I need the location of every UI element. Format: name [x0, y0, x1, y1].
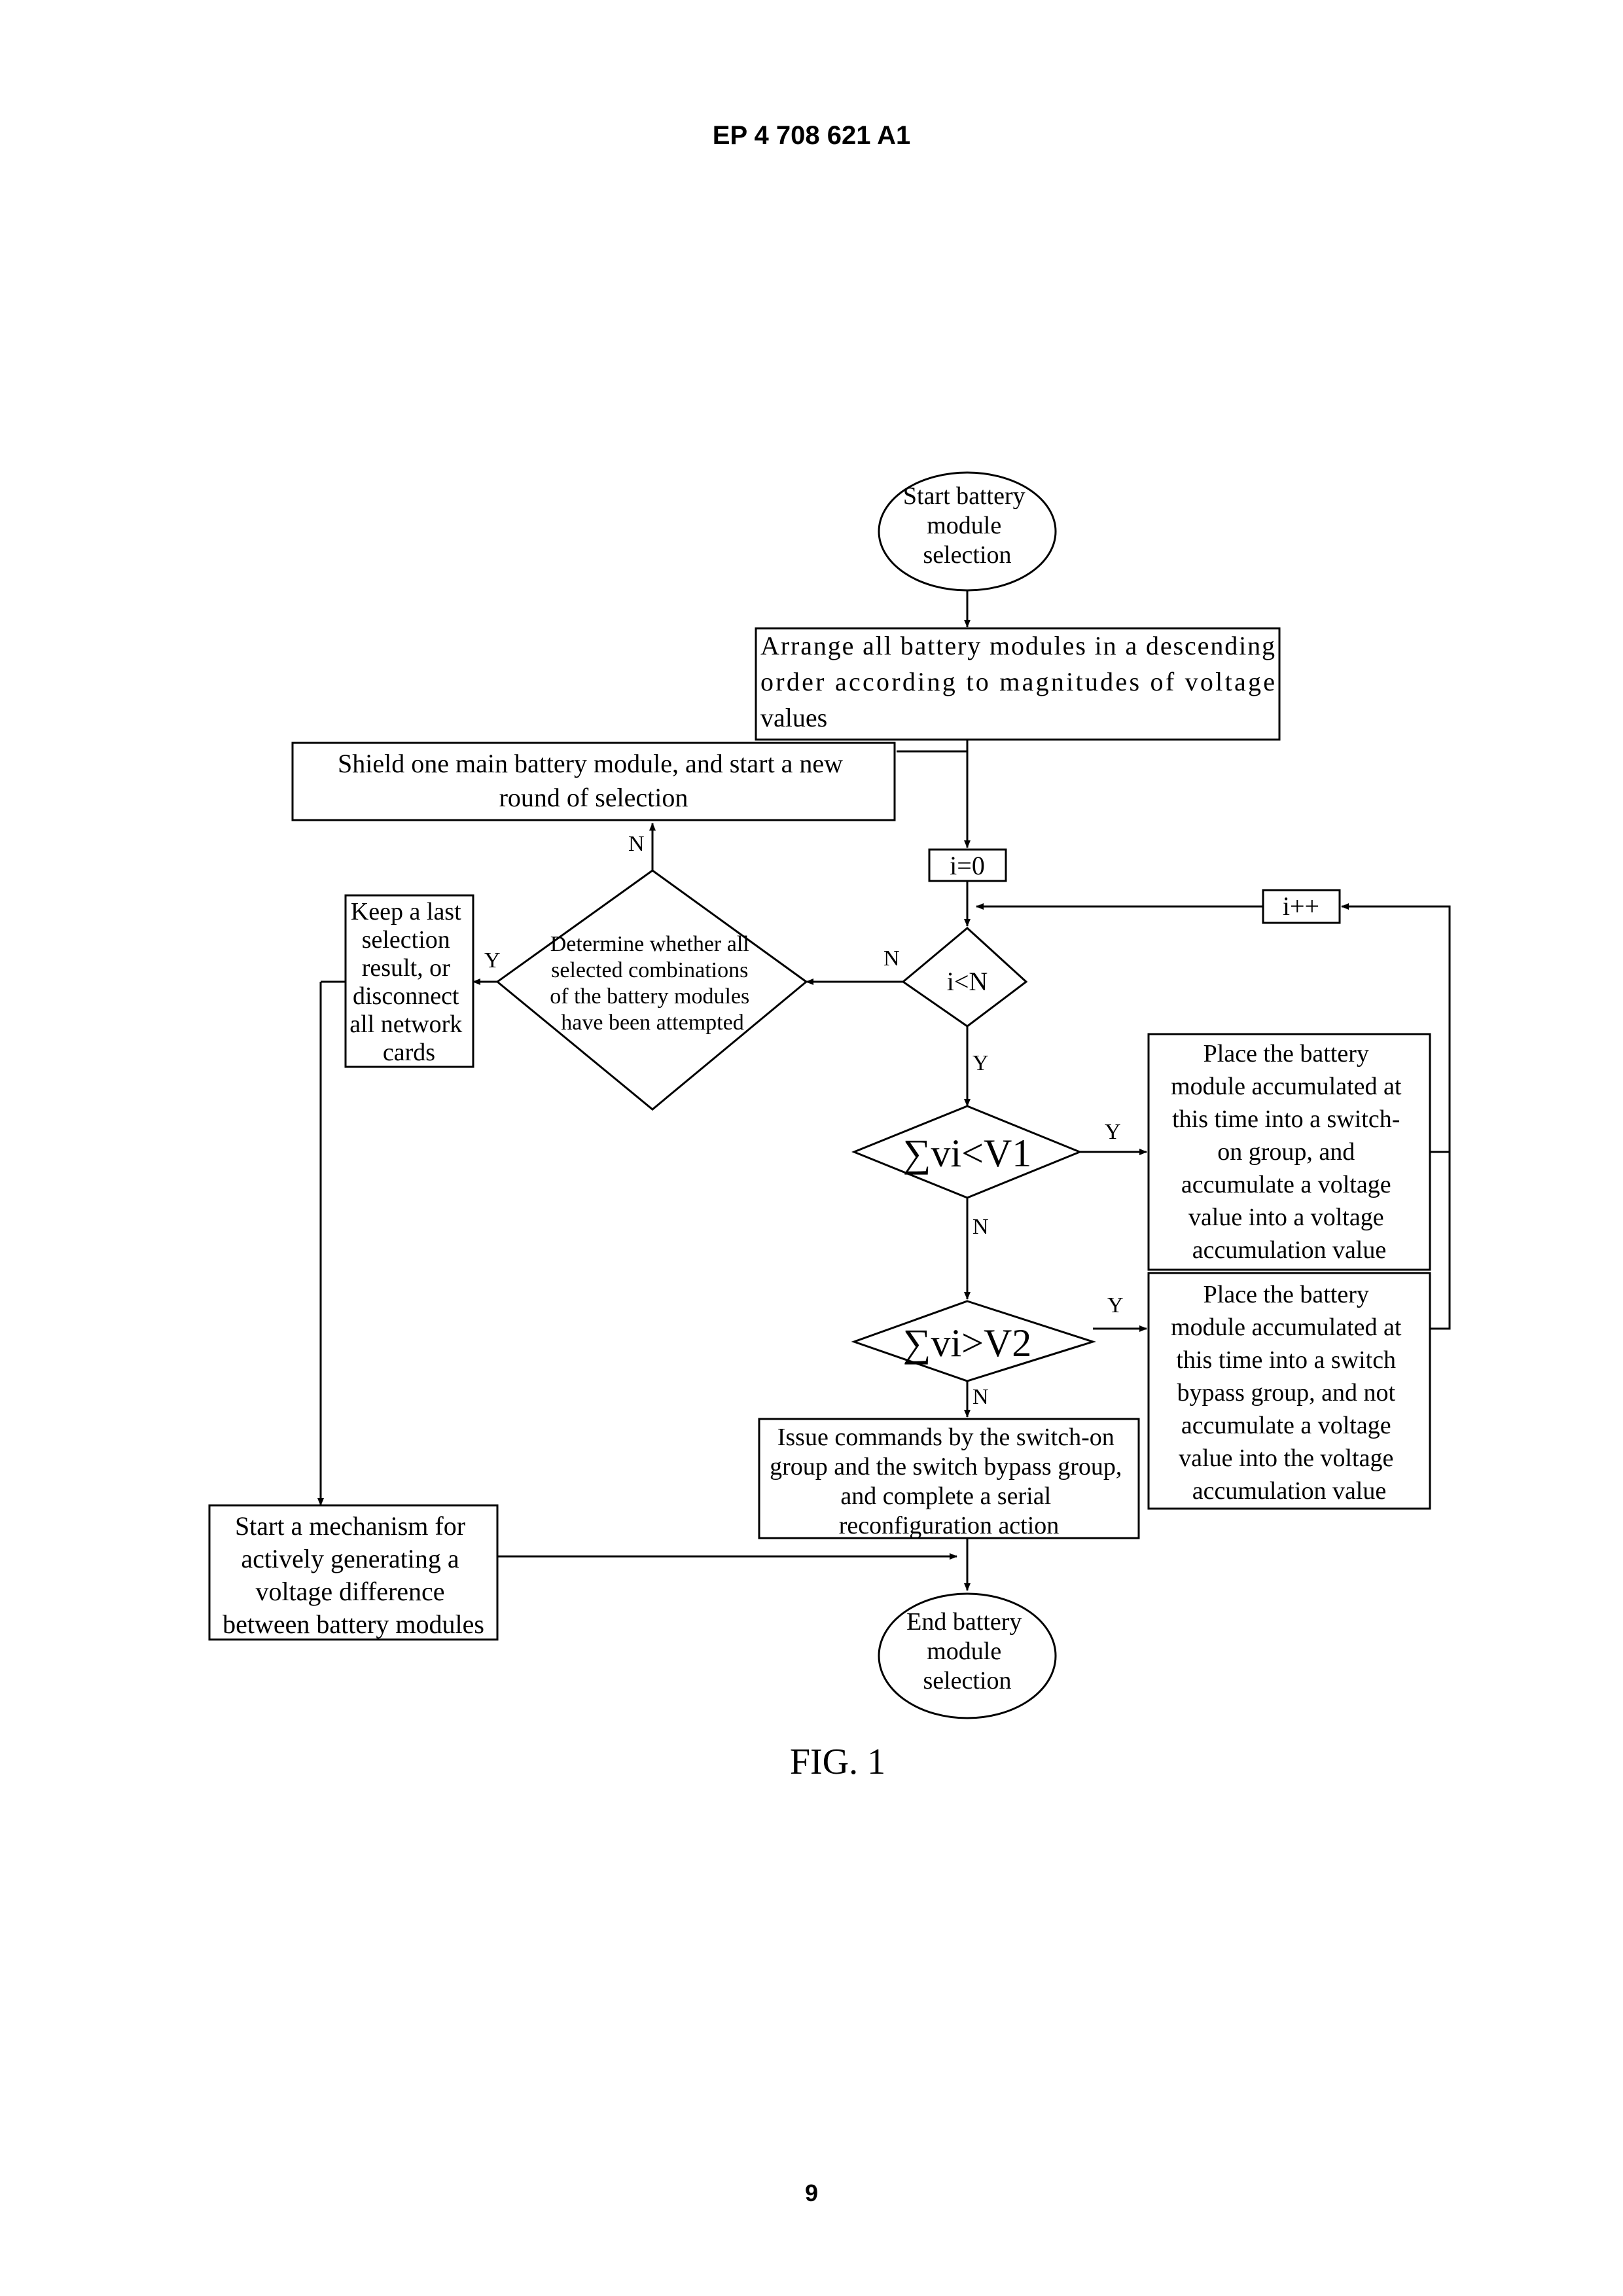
i-init-label: i=0: [950, 851, 985, 880]
loop-condition-label: i<N: [947, 967, 988, 996]
label-no-v2: N: [972, 1385, 989, 1409]
sum-v2-label: ∑vi>V2: [903, 1321, 1032, 1365]
label-no-loop: N: [883, 946, 900, 971]
label-no-v1: N: [972, 1215, 989, 1239]
figure-caption: FIG. 1: [759, 1741, 916, 1783]
label-yes-loop: Y: [972, 1051, 989, 1075]
label-yes-v1: Y: [1105, 1120, 1121, 1144]
label-no-determine: N: [628, 832, 645, 856]
i-inc-label: i++: [1283, 891, 1319, 921]
sum-v1-label: ∑vi<V1: [903, 1132, 1032, 1175]
place-bypass-label: Place the battery module accumulated at …: [1171, 1281, 1408, 1505]
page-number: 9: [0, 2179, 1623, 2207]
label-yes-determine: Y: [484, 948, 501, 973]
label-yes-v2: Y: [1107, 1293, 1124, 1318]
